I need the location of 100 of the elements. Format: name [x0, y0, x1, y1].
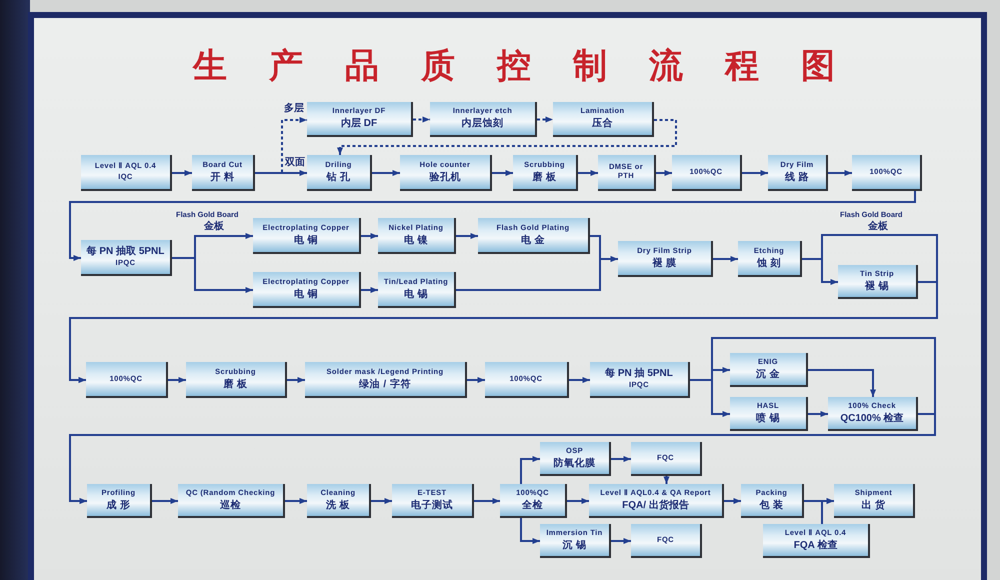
process-box [81, 155, 172, 191]
process-box [86, 362, 168, 398]
step-subtitle: 验孔机 [429, 172, 461, 184]
step-subtitle: 喷 锡 [756, 412, 780, 424]
arrow [520, 456, 540, 484]
step-subtitle: 成 形 [106, 500, 131, 512]
step-subtitle: 压合 [592, 118, 613, 130]
step-title: 每 PN 抽取 5PNL [86, 246, 164, 258]
arrow [808, 411, 828, 417]
process-box [738, 241, 802, 277]
process-box [852, 155, 922, 191]
process-box [186, 362, 287, 398]
step-subtitle: 开 料 [210, 172, 235, 184]
step-subtitle: 电 铜 [294, 234, 318, 246]
branch-note: 金板 [204, 221, 224, 232]
process-box [513, 155, 578, 191]
dashed-arrow [537, 116, 553, 122]
arrow [456, 233, 478, 239]
arrow [172, 170, 192, 176]
step-subtitle: 出 货 [861, 500, 886, 512]
branch-note: 金板 [868, 221, 888, 232]
branch-note: 多层 [284, 103, 304, 114]
process-box [307, 102, 413, 137]
process-box [768, 155, 828, 191]
process-box [828, 397, 918, 431]
process-box [87, 484, 152, 518]
dashed-arrow [413, 116, 430, 122]
process-box [540, 524, 611, 558]
arrow [69, 191, 916, 261]
process-box [253, 272, 361, 308]
process-box [500, 484, 567, 518]
process-box [378, 272, 456, 308]
step-subtitle: 电子测试 [411, 500, 453, 512]
arrow [285, 498, 307, 504]
arrow [467, 377, 485, 383]
process-box [589, 484, 724, 518]
arrow [569, 377, 590, 383]
step-subtitle: FQA 检查 [794, 540, 838, 552]
process-box [598, 155, 656, 191]
process-box [763, 524, 870, 558]
arrow [611, 456, 631, 462]
process-box [730, 353, 808, 387]
arrow [371, 498, 392, 504]
process-box [618, 241, 713, 277]
arrow [474, 498, 500, 504]
process-box [741, 484, 804, 518]
arrow [168, 377, 186, 383]
arrow [656, 170, 672, 176]
step-subtitle: 防氧化膜 [554, 458, 596, 470]
step-subtitle: 包 装 [759, 500, 784, 512]
process-box [838, 265, 918, 299]
arrow [287, 377, 305, 383]
step-subtitle: 钻 孔 [326, 172, 351, 184]
arrow [456, 256, 618, 291]
step-subtitle: 内层蚀刻 [462, 118, 504, 130]
arrow [152, 498, 178, 504]
step-subtitle: 沉 金 [756, 368, 780, 380]
arrow [69, 234, 938, 383]
process-box [672, 155, 742, 191]
step-subtitle: QC100% 检查 [840, 412, 904, 424]
process-box [478, 218, 590, 254]
process-box [307, 484, 371, 518]
step-subtitle: 褪 膜 [652, 258, 677, 270]
arrow [361, 287, 378, 293]
step-subtitle: 褪 锡 [864, 280, 890, 292]
process-box [553, 102, 654, 137]
process-box [631, 442, 702, 476]
step-subtitle: 电 铜 [294, 288, 318, 300]
branch-note: 双面 [285, 157, 305, 168]
process-box [305, 362, 467, 398]
dashed-arrow [337, 119, 677, 155]
dashed-arrow [255, 117, 307, 174]
arrow [520, 518, 540, 544]
process-box [400, 155, 492, 191]
process-box [253, 218, 361, 254]
step-subtitle: 电 锡 [404, 288, 428, 300]
arrow [828, 170, 852, 176]
step-subtitle: 全检 [522, 500, 543, 512]
process-box [392, 484, 474, 518]
arrow [578, 170, 598, 176]
arrow [724, 498, 741, 504]
arrow [821, 498, 834, 524]
arrow [664, 476, 670, 484]
arrow [361, 233, 378, 239]
page-title: 生产品质控制流程图 [193, 46, 877, 86]
process-box [730, 397, 808, 431]
arrow [713, 256, 738, 262]
process-box [378, 218, 456, 254]
arrow [69, 337, 936, 504]
process-box [307, 155, 372, 191]
step-subtitle: 电 镍 [404, 234, 428, 246]
arrow [611, 538, 631, 544]
step-title: 每 PN 抽 5PNL [605, 368, 673, 380]
arrow [255, 170, 307, 176]
step-subtitle: 磨 板 [532, 172, 557, 184]
process-box [590, 362, 690, 398]
arrow [567, 498, 589, 504]
arrow [742, 170, 768, 176]
process-box [178, 484, 285, 518]
process-box [430, 102, 537, 137]
